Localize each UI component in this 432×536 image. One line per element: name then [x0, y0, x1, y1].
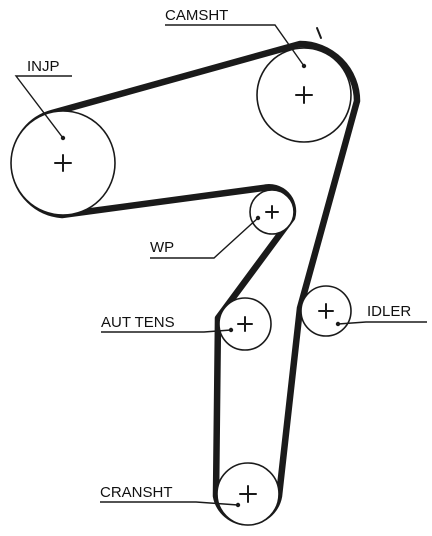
injection-pump-label: INJP [27, 58, 60, 75]
auto-tensioner-pulley [218, 297, 272, 351]
auto-tensioner-label: AUT TENS [101, 314, 175, 331]
camshaft-pulley [256, 47, 352, 143]
injection-pump-pulley [10, 110, 116, 216]
timing-mark [316, 27, 322, 39]
water-pump-leader [150, 217, 259, 259]
water-pump-pulley [249, 189, 295, 235]
injection-pump-leader [14, 75, 72, 139]
camshaft-label: CAMSHT [165, 7, 228, 24]
idler-label: IDLER [367, 303, 411, 320]
crankshaft-label: CRANSHT [100, 484, 173, 501]
auto-tensioner-leader [101, 329, 232, 333]
water-pump-label: WP [150, 239, 174, 256]
crankshaft-pulley [216, 462, 280, 526]
camshaft-leader [165, 24, 305, 67]
idler-pulley [300, 285, 352, 337]
crankshaft-leader [100, 501, 239, 506]
idler-leader [337, 321, 427, 325]
